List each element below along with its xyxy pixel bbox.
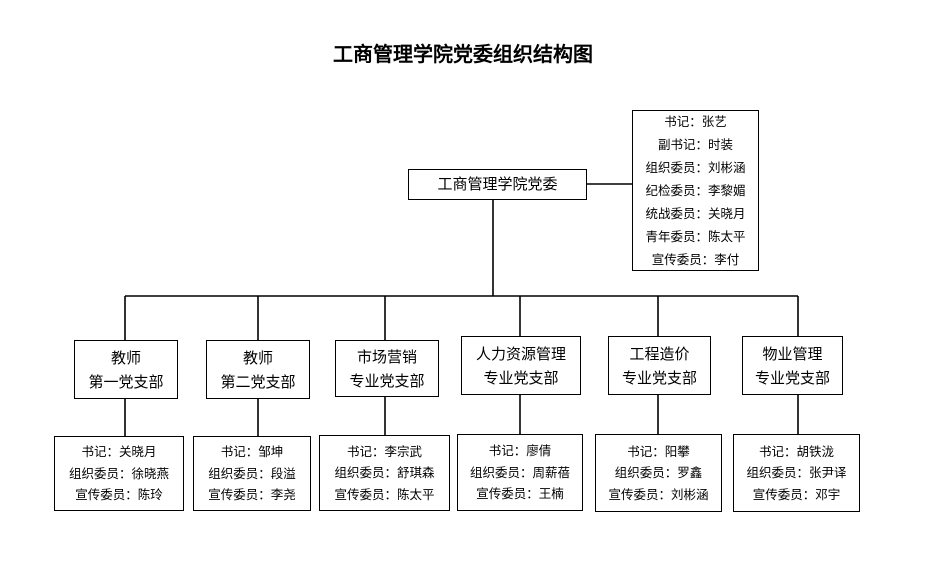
- committee-member: 书记：张艺: [664, 114, 727, 129]
- branch-leader: 组织委员：罗鑫: [614, 465, 703, 481]
- branch-name: 工程造价: [629, 344, 690, 363]
- branch-name: 专业党支部: [621, 368, 697, 387]
- branch-name: 人力资源管理: [475, 344, 566, 363]
- branch-leaders-box-1: 书记：关晓月 组织委员：徐晓燕 宣传委员：陈玲: [54, 436, 184, 511]
- branch-leader: 书记：廖倩: [488, 443, 552, 459]
- branch-leader: 书记：胡铁泷: [758, 443, 834, 459]
- branch-leader: 书记：李宗武: [346, 443, 422, 459]
- branch-leader: 宣传委员：邓宇: [752, 486, 841, 502]
- branch-leader: 宣传委员：王楠: [476, 486, 564, 502]
- branch-name: 第一党支部: [88, 372, 164, 391]
- branch-leaders-box-3: 书记：李宗武 组织委员：舒琪森 宣传委员：陈太平: [319, 435, 450, 511]
- branch-leaders-box-6: 书记：胡铁泷 组织委员：张尹译 宣传委员：邓宇: [733, 434, 860, 512]
- branch-leader: 组织委员：段溢: [208, 465, 296, 481]
- branch-box-4: 人力资源管理 专业党支部: [461, 336, 581, 395]
- branch-name: 教师: [110, 348, 141, 367]
- committee-member: 统战委员：关晓月: [645, 206, 746, 221]
- branch-leader: 组织委员：舒琪森: [334, 465, 435, 481]
- committee-box: 工商管理学院党委: [408, 169, 587, 200]
- branch-leader: 组织委员：徐晓燕: [68, 465, 169, 481]
- branch-name: 专业党支部: [349, 371, 425, 390]
- branch-box-1: 教师 第一党支部: [74, 340, 178, 399]
- branch-name: 市场营销: [356, 347, 417, 366]
- committee-member: 副书记：时装: [657, 137, 733, 152]
- branch-leader: 组织委员：周薪蓓: [469, 464, 570, 480]
- branch-leaders-box-2: 书记：邹坤 组织委员：段溢 宣传委员：李尧: [193, 436, 311, 511]
- branch-leader: 宣传委员：李尧: [208, 487, 296, 503]
- branch-leader: 书记：邹坤: [220, 444, 284, 460]
- committee-member: 宣传委员：李付: [651, 252, 740, 267]
- committee-member: 组织委员：刘彬涵: [645, 160, 746, 175]
- committee-member: 纪检委员：李黎媚: [645, 183, 746, 198]
- committee-members-box: 书记：张艺 副书记：时装 组织委员：刘彬涵 纪检委员：李黎媚 统战委员：关晓月 …: [632, 110, 759, 271]
- branch-leaders-box-4: 书记：廖倩 组织委员：周薪蓓 宣传委员：王楠: [457, 434, 583, 511]
- diagram-title: 工商管理学院党委组织结构图: [333, 42, 593, 66]
- committee-member: 青年委员：陈太平: [645, 229, 746, 244]
- branch-name: 专业党支部: [483, 368, 559, 387]
- branch-leader: 宣传委员：陈玲: [75, 487, 163, 503]
- branch-leaders-box-5: 书记：阳攀 组织委员：罗鑫 宣传委员：刘彬涵: [595, 434, 722, 512]
- branch-box-5: 工程造价 专业党支部: [608, 336, 711, 395]
- branch-name: 教师: [242, 348, 273, 367]
- branch-box-3: 市场营销 专业党支部: [335, 340, 439, 397]
- branch-leader: 组织委员：张尹译: [746, 465, 847, 481]
- branch-box-6: 物业管理 专业党支部: [742, 336, 843, 395]
- branch-box-2: 教师 第二党支部: [206, 340, 310, 399]
- branch-leader: 宣传委员：陈太平: [334, 486, 435, 502]
- branch-leader: 宣传委员：刘彬涵: [608, 486, 709, 502]
- committee-name: 工商管理学院党委: [437, 175, 558, 193]
- branch-name: 第二党支部: [220, 372, 296, 391]
- branch-name: 专业党支部: [754, 368, 830, 387]
- branch-leader: 书记：关晓月: [81, 444, 157, 460]
- branch-name: 物业管理: [762, 344, 823, 363]
- branch-leader: 书记：阳攀: [627, 443, 690, 459]
